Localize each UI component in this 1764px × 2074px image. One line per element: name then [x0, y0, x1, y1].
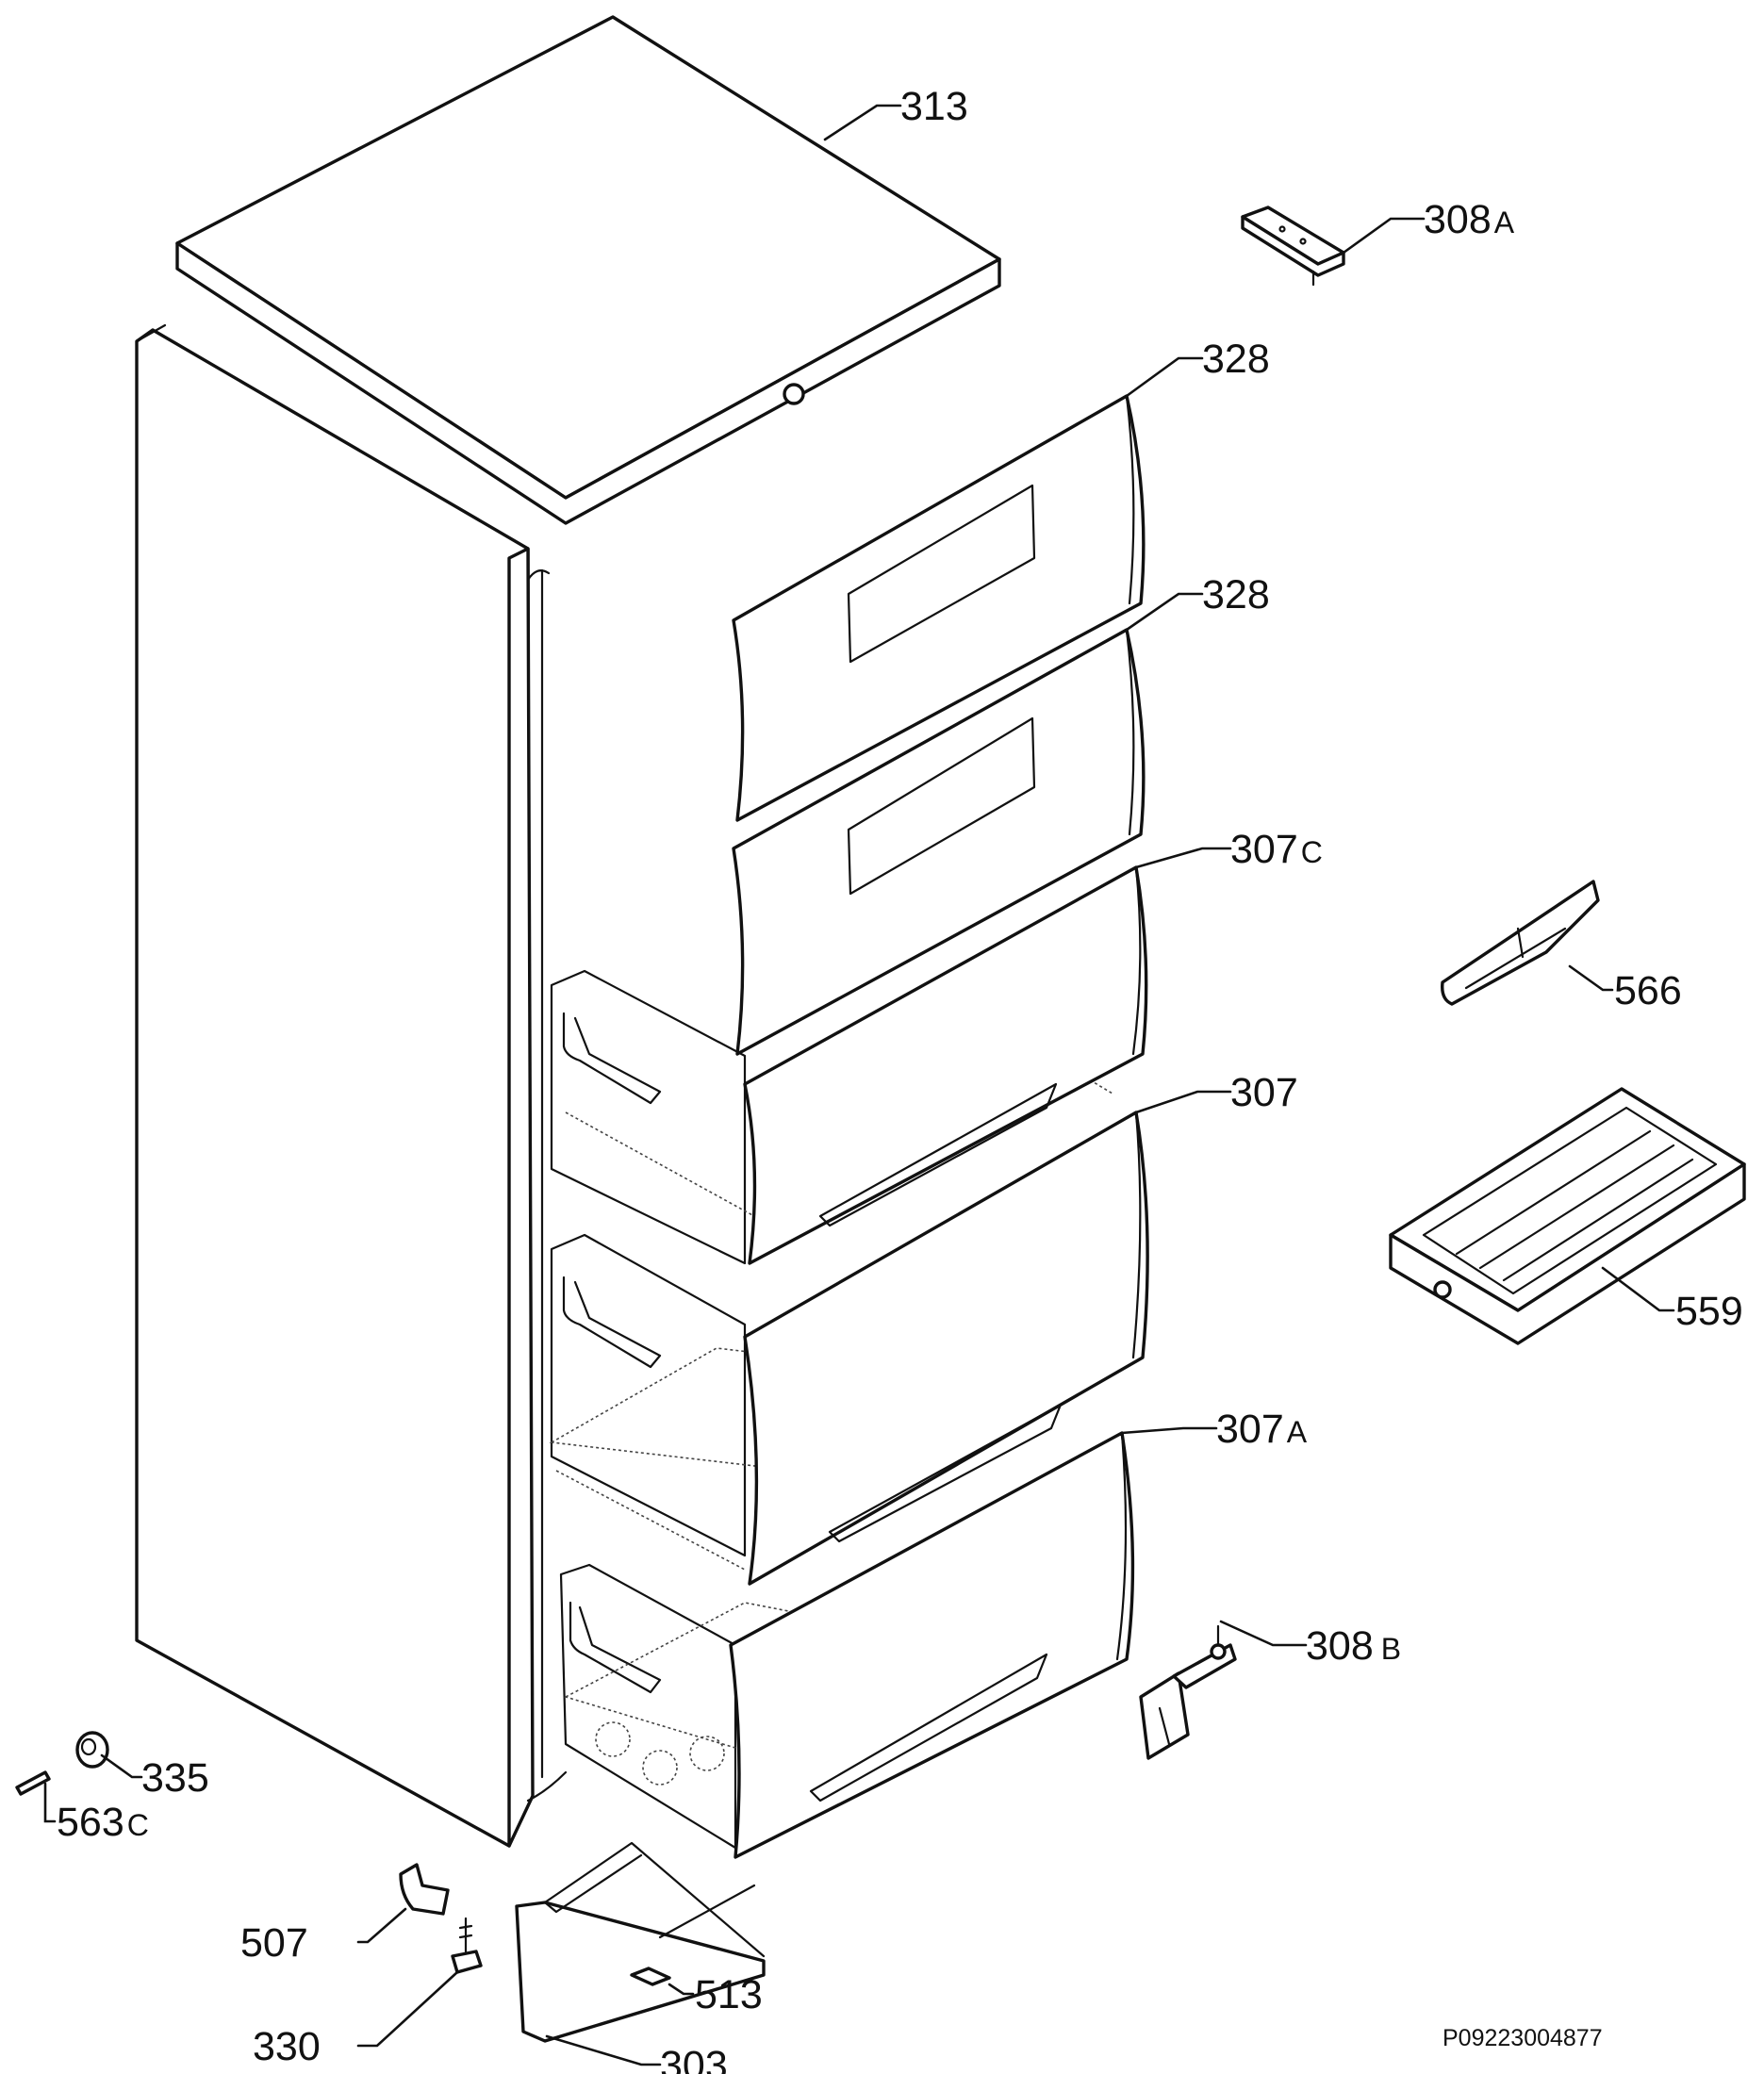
label-313: 313: [900, 84, 968, 129]
top-cover-313: [175, 15, 1001, 525]
label-330: 330: [253, 2024, 321, 2069]
ice-tray-559: [1389, 1087, 1746, 1345]
leader-lines: [43, 104, 1675, 2066]
drawer-307a: [559, 1431, 1135, 1859]
label-307: 307: [1230, 1070, 1298, 1115]
cabinet-body: [135, 323, 568, 1848]
label-513: 513: [695, 1972, 763, 2017]
label-307c: 307C: [1230, 827, 1323, 872]
label-307a: 307A: [1216, 1407, 1308, 1452]
flap-328-top: [732, 394, 1146, 822]
pin-563c: [15, 1770, 51, 1796]
label-308a: 308A: [1424, 197, 1515, 242]
handle-566: [1441, 880, 1600, 1006]
flap-328-mid: [732, 628, 1146, 1056]
label-507: 507: [240, 1920, 308, 1966]
hinge-308a: [1241, 206, 1345, 287]
label-559: 559: [1675, 1289, 1743, 1334]
drawing-code: P09223004877: [1443, 2025, 1603, 2051]
foot-335: [75, 1731, 109, 1769]
part-labels: 313 308A 328 328 307C 566 307 559 307A 3…: [57, 84, 1743, 2074]
label-328-top: 328: [1202, 337, 1270, 382]
label-566: 566: [1614, 968, 1682, 1013]
label-563c: 563C: [57, 1800, 149, 1845]
clip-507: [399, 1863, 450, 1916]
label-335: 335: [141, 1755, 209, 1801]
screw-330: [451, 1917, 483, 1974]
hinge-308b: [1139, 1624, 1237, 1760]
drawer-307: [549, 1111, 1149, 1586]
label-303: 303: [660, 2043, 728, 2074]
pad-513: [630, 1967, 671, 1986]
label-328-mid: 328: [1202, 572, 1270, 617]
drawer-307c: [550, 865, 1148, 1265]
